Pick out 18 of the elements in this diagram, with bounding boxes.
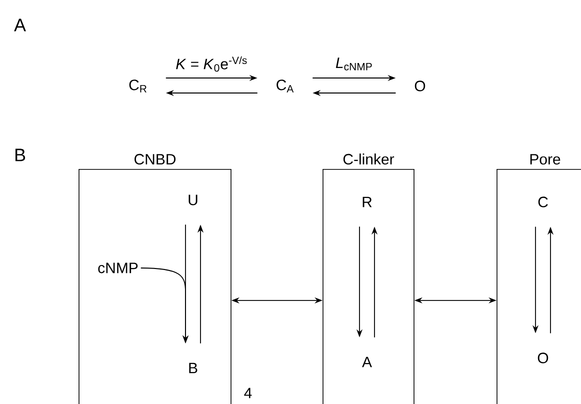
edge-label: L$_{cNMP}$ bbox=[336, 58, 372, 70]
node-label: Pore bbox=[530, 154, 560, 165]
state-label: C bbox=[538, 196, 548, 208]
state-label: A bbox=[362, 356, 372, 368]
state-label: B bbox=[189, 362, 198, 374]
state-label: O bbox=[538, 352, 548, 364]
state-label: U bbox=[188, 194, 198, 206]
state-label: C$_{A}$ bbox=[276, 80, 294, 92]
state-label: C$_{R}$ bbox=[129, 80, 146, 92]
state-label: R bbox=[362, 196, 372, 208]
state-label: O bbox=[414, 80, 426, 92]
node-label: CNBD bbox=[134, 154, 176, 165]
ligand-label: cNMP bbox=[98, 262, 138, 274]
page-number: 4 bbox=[244, 388, 252, 398]
node-label: C-linker bbox=[343, 154, 394, 165]
panel-letter: B bbox=[15, 148, 26, 162]
panel-letter: A bbox=[14, 18, 26, 32]
edge-label: K = K$_{0}$e$^{-V/s}$ bbox=[176, 56, 247, 72]
